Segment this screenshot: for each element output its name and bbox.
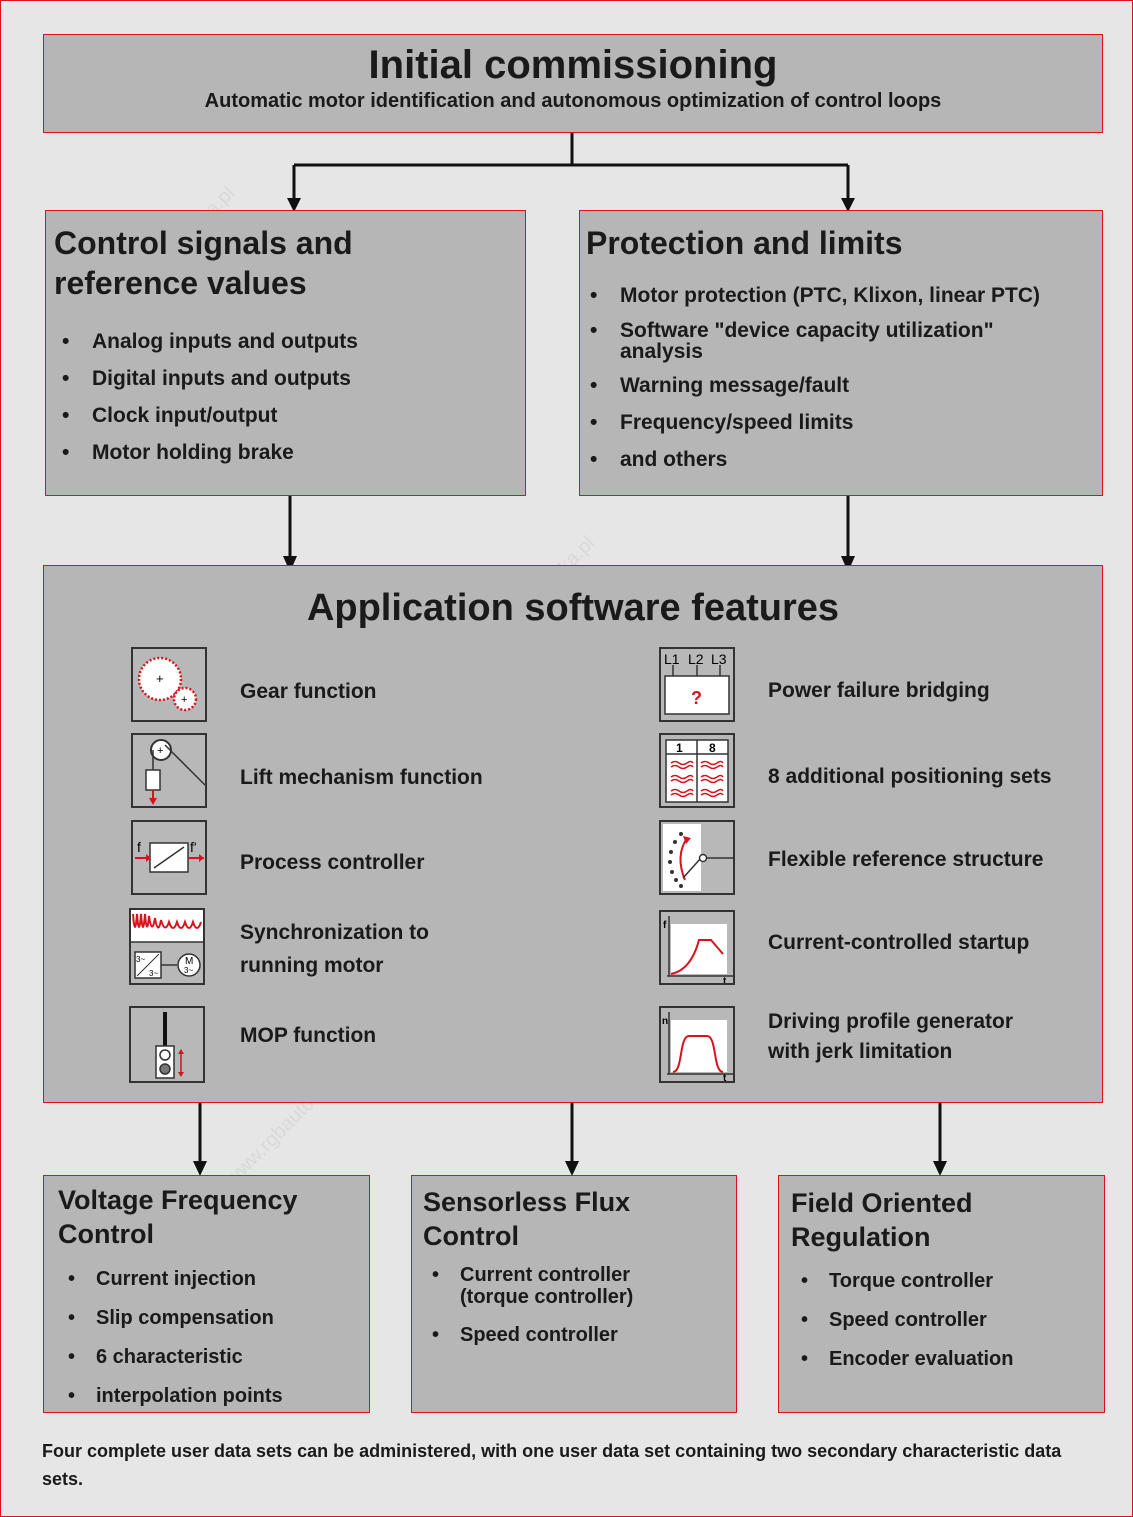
initial-commissioning-subtitle: Automatic motor identification and auton… bbox=[204, 90, 942, 112]
list-item: interpolation points bbox=[60, 1377, 360, 1416]
list-item: Analog inputs and outputs bbox=[54, 323, 514, 360]
feature-label-driving-profile-line2: with jerk limitation bbox=[768, 1040, 953, 1063]
control-signals-title: Control signals and reference values bbox=[54, 223, 353, 303]
pos-8-text: 8 bbox=[709, 741, 716, 755]
list-item: Software "device capacity utilization" a… bbox=[582, 320, 1060, 362]
sfc-title-line2: Control bbox=[423, 1221, 519, 1251]
control-signals-box: Control signals and reference values Ana… bbox=[45, 210, 526, 496]
power-question-text: ? bbox=[691, 688, 702, 708]
vfc-list: Current injection Slip compensation 6 ch… bbox=[60, 1260, 360, 1416]
feature-label-startup: Current-controlled startup bbox=[768, 931, 1030, 954]
feature-label-gear: Gear function bbox=[240, 680, 377, 703]
control-signals-list: Analog inputs and outputs Digital inputs… bbox=[54, 323, 514, 471]
list-item: Speed controller bbox=[793, 1301, 1093, 1340]
list-item: Warning message/fault bbox=[582, 373, 1092, 399]
feature-label-synchronization: Synchronization to running motor bbox=[240, 916, 429, 982]
power-l2-text: L2 bbox=[688, 651, 704, 667]
sfc-title: Sensorless Flux Control bbox=[423, 1185, 630, 1253]
for-title: Field Oriented Regulation bbox=[791, 1186, 973, 1254]
svg-text:+: + bbox=[156, 671, 164, 686]
sfc-box: Sensorless Flux Control Current controll… bbox=[411, 1175, 737, 1413]
power-failure-icon: L1 L2 L3 ? bbox=[659, 647, 735, 722]
process-controller-icon: f f' bbox=[131, 820, 207, 895]
gear-icon: + + bbox=[131, 647, 207, 722]
feature-label-process: Process controller bbox=[240, 851, 425, 874]
pos-1-text: 1 bbox=[676, 741, 683, 755]
positioning-sets-icon: 1 8 bbox=[659, 733, 735, 808]
list-item: Encoder evaluation bbox=[793, 1340, 1093, 1379]
feature-label-positioning-sets: 8 additional positioning sets bbox=[768, 765, 1052, 788]
startup-curve-icon: f t bbox=[659, 910, 735, 987]
protection-limits-box: Protection and limits Motor protection (… bbox=[579, 210, 1103, 496]
list-item: 6 characteristic bbox=[60, 1338, 360, 1377]
list-item: Motor protection (PTC, Klixon, linear PT… bbox=[582, 283, 1092, 309]
feature-label-reference-structure: Flexible reference structure bbox=[768, 848, 1044, 871]
svg-text:+: + bbox=[181, 694, 187, 706]
protection-limits-list: Motor protection (PTC, Klixon, linear PT… bbox=[582, 283, 1092, 473]
profile-n-text: n bbox=[662, 1016, 668, 1027]
vfc-title-line1: Voltage Frequency bbox=[58, 1185, 298, 1215]
list-item: Speed controller bbox=[424, 1324, 714, 1346]
list-item: Motor holding brake bbox=[54, 434, 514, 471]
profile-t-text: t bbox=[723, 1073, 727, 1081]
initial-commissioning-title: Initial commissioning bbox=[368, 43, 778, 87]
vfc-box: Voltage Frequency Control Current inject… bbox=[43, 1175, 370, 1416]
list-item: Current controller (torque controller) bbox=[424, 1264, 690, 1308]
feature-label-lift: Lift mechanism function bbox=[240, 766, 483, 789]
driving-profile-icon: n t bbox=[659, 1006, 735, 1084]
for-title-line1: Field Oriented bbox=[791, 1188, 973, 1218]
footnote: Four complete user data sets can be admi… bbox=[42, 1441, 1062, 1489]
sync-m-text: M bbox=[185, 956, 193, 967]
list-item: Clock input/output bbox=[54, 397, 514, 434]
synchronization-icon: 3~ 3~ M 3~ bbox=[129, 908, 205, 985]
sync-3a-text: 3~ bbox=[136, 955, 145, 964]
svg-text:+: + bbox=[157, 745, 163, 757]
feature-label-power-failure: Power failure bridging bbox=[768, 679, 990, 702]
application-features-box: Application software features bbox=[43, 565, 1103, 1103]
power-l1-text: L1 bbox=[664, 651, 680, 667]
for-box: Field Oriented Regulation Torque control… bbox=[778, 1175, 1105, 1413]
list-item: and others bbox=[582, 447, 1092, 473]
sfc-title-line1: Sensorless Flux bbox=[423, 1187, 631, 1217]
sfc-list: Current controller (torque controller) S… bbox=[424, 1264, 714, 1346]
feature-label-mop: MOP function bbox=[240, 1024, 377, 1047]
startup-f-text: f bbox=[663, 920, 667, 931]
control-signals-title-line2: reference values bbox=[54, 265, 307, 301]
vfc-title: Voltage Frequency Control bbox=[58, 1183, 298, 1251]
feature-label-synchronization-line1: Synchronization to bbox=[240, 921, 429, 944]
reference-structure-icon bbox=[659, 820, 735, 895]
startup-t-text: t bbox=[723, 976, 727, 983]
proc-fprime-text: f' bbox=[190, 839, 197, 855]
for-title-line2: Regulation bbox=[791, 1222, 931, 1252]
list-item: Slip compensation bbox=[60, 1299, 360, 1338]
list-item: Digital inputs and outputs bbox=[54, 360, 514, 397]
feature-label-driving-profile: Driving profile generator with jerk limi… bbox=[768, 1007, 1013, 1067]
initial-commissioning-box: Initial commissioning Automatic motor id… bbox=[43, 34, 1103, 133]
power-l3-text: L3 bbox=[711, 651, 727, 667]
application-features-title: Application software features bbox=[306, 587, 840, 629]
sync-3ph-text: 3~ bbox=[184, 966, 193, 975]
mop-icon bbox=[129, 1006, 205, 1083]
for-list: Torque controller Speed controller Encod… bbox=[793, 1262, 1093, 1379]
list-item: Current injection bbox=[60, 1260, 360, 1299]
protection-limits-title: Protection and limits bbox=[586, 225, 903, 261]
feature-label-synchronization-line2: running motor bbox=[240, 954, 384, 977]
lift-icon: + bbox=[131, 733, 207, 808]
vfc-title-line2: Control bbox=[58, 1219, 154, 1249]
list-item: Torque controller bbox=[793, 1262, 1093, 1301]
feature-label-driving-profile-line1: Driving profile generator bbox=[768, 1010, 1014, 1033]
list-item: Frequency/speed limits bbox=[582, 410, 1092, 436]
control-signals-title-line1: Control signals and bbox=[54, 225, 353, 261]
sync-3b-text: 3~ bbox=[149, 969, 158, 978]
proc-f-text: f bbox=[137, 839, 141, 855]
